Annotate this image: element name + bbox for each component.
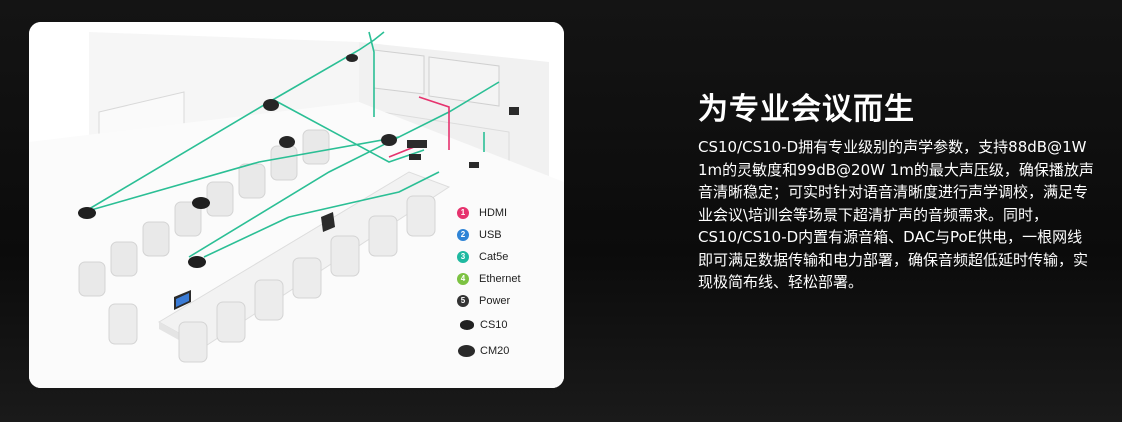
legend-item-cs10: CS10 <box>457 312 557 338</box>
legend-number: 4 <box>457 273 469 285</box>
legend-number: 2 <box>457 229 469 241</box>
legend-label: Power <box>479 295 511 307</box>
laptop <box>174 290 191 310</box>
touch-panel <box>321 212 335 232</box>
legend-label: USB <box>479 229 502 241</box>
legend-item-usb: 2 USB <box>457 224 557 246</box>
cm20-puck-icon <box>457 345 475 357</box>
legend-label: HDMI <box>479 207 508 219</box>
switch-device <box>409 154 421 160</box>
camera-device <box>509 107 519 115</box>
legend-number: 1 <box>457 207 469 219</box>
legend-item-cm20: CM20 <box>457 338 557 364</box>
cable-legend: 1 HDMI 2 USB 3 Cat5e 4 Ethernet 5 Power … <box>457 202 557 364</box>
legend-label: CM20 <box>480 345 510 357</box>
legend-item-ethernet: 4 Ethernet <box>457 268 557 290</box>
room-illustration <box>29 22 564 388</box>
hdmi-cable <box>388 96 450 158</box>
legend-number: 3 <box>457 251 469 263</box>
cm20-microphones <box>78 197 210 268</box>
legend-item-power: 5 Power <box>457 290 557 312</box>
section-title: 为专业会议而生 <box>698 92 915 127</box>
power-device <box>469 162 479 168</box>
chairs-left <box>78 129 330 297</box>
hub-device <box>407 140 427 148</box>
screen-right <box>428 56 500 107</box>
legend-number: 5 <box>457 295 469 307</box>
diagram-card: 1 HDMI 2 USB 3 Cat5e 4 Ethernet 5 Power … <box>29 22 564 388</box>
chairs-right <box>108 195 436 363</box>
legend-label: Cat5e <box>479 251 509 263</box>
legend-item-cat5e: 3 Cat5e <box>457 246 557 268</box>
legend-label: Ethernet <box>479 273 521 285</box>
legend-label: CS10 <box>480 319 508 331</box>
screen-left <box>373 49 425 95</box>
legend-item-hdmi: 1 HDMI <box>457 202 557 224</box>
section-description: CS10/CS10-D拥有专业级别的声学参数，支持88dB@1W 1m的灵敏度和… <box>698 138 1094 291</box>
cs10-speakers <box>263 54 397 148</box>
cs10-puck-icon <box>457 319 475 331</box>
